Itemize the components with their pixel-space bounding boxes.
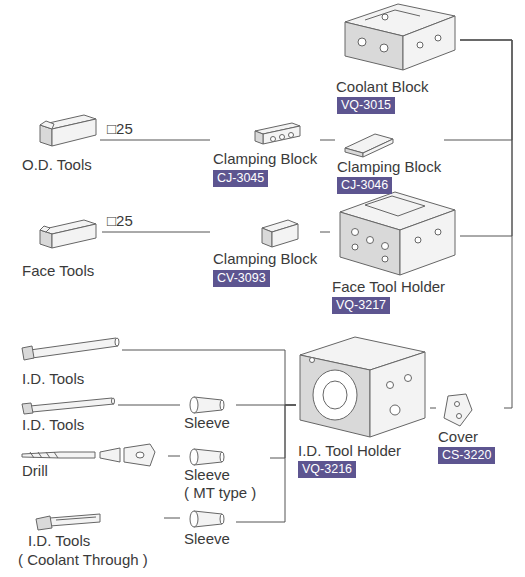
part-name: Coolant Block: [336, 78, 429, 96]
connector-line: [102, 232, 210, 233]
connector-line: [460, 40, 512, 408]
part-group: I.D. Tools: [18, 336, 122, 390]
connector-line: [270, 405, 296, 458]
id-tool-drawing: [36, 514, 100, 530]
part-group: I.D. Tools: [18, 394, 118, 438]
connector-line: [460, 40, 512, 236]
part-group: I.D. Tool HolderVQ-3216: [296, 332, 430, 480]
connector-line: [164, 518, 180, 519]
part-group: Drill: [18, 440, 168, 482]
part-name: I.D. Tool Holder: [298, 442, 401, 460]
part-name: Drill: [22, 462, 48, 480]
part-number: CS-3220: [438, 447, 495, 464]
part-name: Clamping Block: [337, 158, 441, 176]
part-name: ( Coolant Through ): [18, 551, 148, 569]
connector-line: [320, 232, 330, 233]
part-name: I.D. Tools: [28, 532, 90, 550]
id-tool-holder-drawing: [300, 337, 425, 437]
part-group: Sleeve( MT type ): [180, 446, 270, 504]
part-group: O.D. Tools: [18, 112, 100, 178]
part-group: Sleeve: [180, 508, 236, 550]
id-tool-drawing: [22, 398, 115, 414]
part-number: VQ-3015: [337, 97, 395, 114]
part-number: VQ-3216: [298, 461, 356, 478]
id-tool-drawing: [22, 338, 119, 360]
sleeve-drawing: [190, 449, 224, 465]
clamping-block-drawing: [262, 220, 298, 247]
size-label: □25: [106, 120, 134, 137]
part-group: Face Tool HolderVQ-3217: [330, 185, 460, 315]
connector-line: [236, 405, 296, 522]
part-group: I.D. Tools( Coolant Through ): [14, 508, 164, 572]
part-name: I.D. Tools: [22, 370, 84, 388]
part-group: Clamping BlockCJ-3046: [335, 128, 444, 195]
part-group: CoverCS-3220: [436, 392, 504, 466]
part-name: Clamping Block: [213, 250, 317, 268]
part-group: Face Tools: [18, 212, 102, 284]
clamping-block-drawing: [255, 123, 300, 144]
connector-line: [100, 140, 210, 141]
part-name: O.D. Tools: [22, 156, 92, 174]
part-number: CJ-3045: [213, 170, 268, 187]
clamping-wedge-drawing: [345, 134, 393, 157]
part-group: Sleeve: [180, 394, 236, 434]
size-label: □25: [106, 212, 134, 229]
connector-line: [168, 456, 180, 457]
od-tool-drawing: [40, 115, 96, 146]
part-name: Face Tools: [22, 262, 94, 280]
part-group: Clamping BlockCJ-3045: [210, 120, 320, 188]
cover-drawing: [444, 394, 472, 426]
part-number: CV-3093: [213, 270, 270, 287]
part-group: Coolant BlockVQ-3015: [330, 2, 460, 115]
part-name: Cover: [438, 428, 478, 446]
part-group: Clamping BlockCV-3093: [210, 215, 320, 288]
part-number: VQ-3217: [332, 297, 390, 314]
part-number: CJ-3046: [337, 177, 392, 194]
part-name: ( MT type ): [184, 484, 256, 502]
connector-line: [320, 140, 335, 141]
part-name: Face Tool Holder: [332, 278, 445, 296]
part-name: Clamping Block: [213, 150, 317, 168]
connector-line: [122, 350, 296, 405]
connector-line: [444, 40, 512, 140]
connector-line: [430, 408, 436, 409]
coolant-block-drawing: [345, 4, 455, 70]
sleeve-drawing: [190, 511, 224, 527]
part-name: I.D. Tools: [22, 416, 84, 434]
part-name: Sleeve: [184, 414, 230, 432]
face-tool-holder-drawing: [340, 192, 455, 275]
sleeve-drawing: [190, 397, 224, 413]
part-name: Sleeve: [184, 466, 230, 484]
face-tool-drawing: [40, 220, 96, 248]
connector-line: [118, 405, 180, 406]
part-name: Sleeve: [184, 530, 230, 548]
